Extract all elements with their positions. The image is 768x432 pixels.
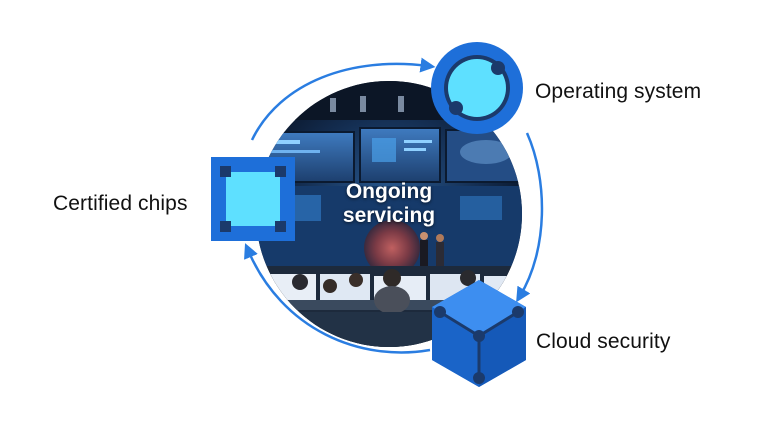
arrow-os-to-cloud — [516, 132, 544, 303]
os-ring-icon — [431, 42, 523, 134]
arrow-cloud-to-chips — [244, 243, 431, 354]
center-title: Ongoing servicing — [320, 180, 458, 228]
center-title-line2: servicing — [342, 204, 436, 227]
center-title-line1: Ongoing — [345, 180, 433, 203]
chip-icon — [211, 157, 295, 241]
operating-system-label: Operating system — [535, 80, 702, 103]
cloud-security-label: Cloud security — [536, 330, 671, 353]
cube-icon — [432, 280, 526, 387]
certified-chips-label: Certified chips — [53, 192, 188, 215]
arrow-chips-to-os — [250, 57, 436, 141]
